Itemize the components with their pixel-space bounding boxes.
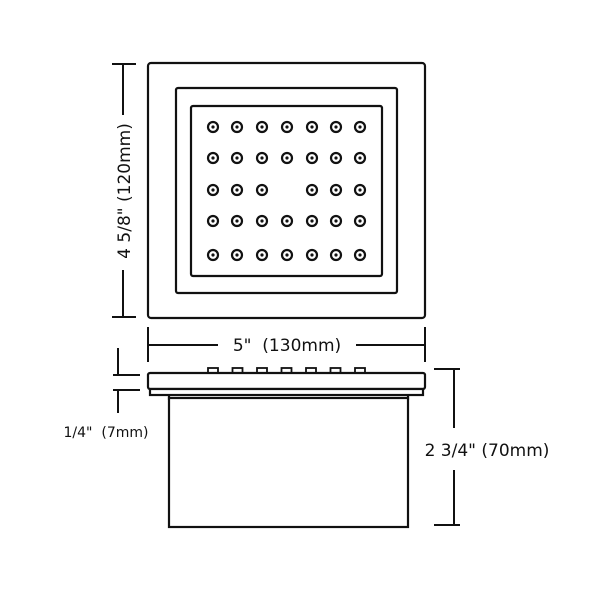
body-housing [167,396,410,529]
nozzle-icon [329,120,343,134]
depth-label: 2 3/4" (70mm) [425,441,550,461]
plate-lip [148,387,425,397]
nozzle-icon [305,120,319,134]
nozzle-icon [329,248,343,262]
inner-face-plate [189,104,384,278]
nozzle-icon [353,183,367,197]
nozzle-icon [305,248,319,262]
face-plate-side [146,371,427,391]
nozzle-icon [353,120,367,134]
nozzle-icon [280,214,294,228]
nozzle-icon [305,151,319,165]
thickness-label: 1/4" (7mm) [64,425,149,441]
nozzle-icon [206,248,220,262]
depth-dimension [434,368,460,526]
nozzle-icon [230,151,244,165]
nozzle-icon [329,151,343,165]
nozzle-icon [206,214,220,228]
nozzle-icon [353,214,367,228]
nozzle-icon [280,120,294,134]
nozzle-icon [230,248,244,262]
nozzle-icon [206,183,220,197]
top-view [146,61,427,320]
middle-frame [174,86,399,295]
nozzle-icon [230,183,244,197]
nozzle-icon [255,248,269,262]
nozzle-icon [280,151,294,165]
nozzle-icon [255,183,269,197]
nozzle-icon [255,214,269,228]
width-label: 5" (130mm) [233,336,341,356]
nozzle-icon [353,248,367,262]
nozzle-icon [329,214,343,228]
nozzle-icon [305,214,319,228]
side-view [146,371,427,529]
nozzle-icon [280,248,294,262]
nozzle-icon [230,120,244,134]
nozzle-grid [206,120,367,262]
nozzle-icon [206,151,220,165]
thickness-dimension [113,348,140,413]
height-label: 4 5/8" (120mm) [115,123,135,259]
nozzle-icon [255,120,269,134]
nozzle-icon [329,183,343,197]
nozzle-icon [353,151,367,165]
nozzle-icon [206,120,220,134]
width-dimension [147,327,426,362]
nozzle-icon [305,183,319,197]
nozzle-icon [230,214,244,228]
height-dimension [112,63,136,318]
nozzle-icon [255,151,269,165]
outer-frame [146,61,427,320]
